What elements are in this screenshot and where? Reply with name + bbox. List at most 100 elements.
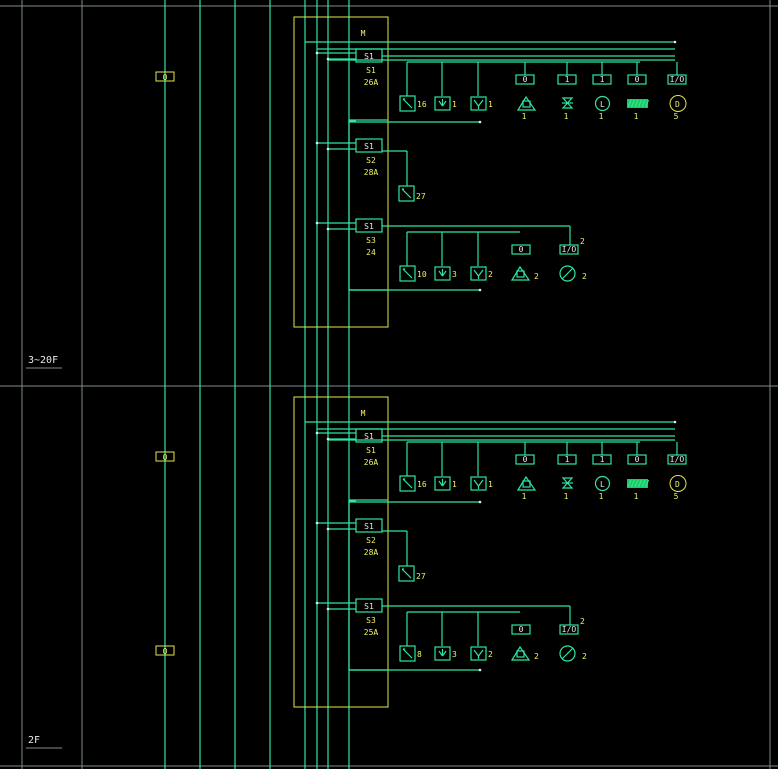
junction-dot: [315, 601, 319, 605]
svg-text:D: D: [675, 480, 680, 489]
device-count: 2: [534, 652, 539, 661]
device-count: 16: [417, 480, 427, 489]
junction-dot: [326, 527, 330, 531]
device-count: 5: [674, 492, 679, 501]
junction-dot: [478, 668, 482, 672]
motor-d-icon: D: [669, 475, 687, 492]
breaker-box: [355, 518, 383, 533]
device-count: 3: [452, 650, 457, 659]
valve-icon: [561, 97, 574, 109]
socket-alt-icon: [470, 476, 487, 491]
device-tag: 0: [511, 624, 531, 635]
lamp-l-icon: L: [594, 475, 611, 492]
junction-dot: [673, 420, 677, 424]
svg-text:0: 0: [163, 73, 168, 82]
device-count: 1: [452, 480, 457, 489]
svg-text:L: L: [600, 480, 605, 489]
device-count: 2: [582, 272, 587, 281]
device-count: 1: [599, 112, 604, 121]
circuit-rating: 24: [366, 248, 376, 257]
device-count: 27: [416, 192, 426, 201]
null-icon: [559, 645, 576, 662]
device-count: 2: [488, 270, 493, 279]
device-count: 2: [534, 272, 539, 281]
circuit-id: S2: [366, 156, 376, 165]
switch-icon: [398, 565, 415, 582]
device-count: 10: [417, 270, 427, 279]
circuit-id: S1: [366, 446, 376, 455]
circuit-rating: 26A: [364, 458, 379, 467]
circuit-id: S2: [366, 536, 376, 545]
breaker-box: [355, 138, 383, 153]
device-count: 1: [599, 492, 604, 501]
device-count: 1: [634, 112, 639, 121]
svg-text:I/O: I/O: [562, 625, 577, 634]
svg-text:0: 0: [519, 625, 524, 634]
device-tag: I/O: [559, 244, 579, 255]
junction-dot: [326, 227, 330, 231]
socket-alt-icon: [470, 266, 487, 281]
meter-label: M: [361, 409, 366, 418]
riser-lines: [164, 0, 350, 769]
valve-icon: [561, 477, 574, 489]
breaker-label: S1: [364, 142, 374, 151]
svg-text:I/O: I/O: [670, 455, 685, 464]
junction-dot: [673, 40, 677, 44]
socket-icon: [434, 266, 451, 281]
svg-text:0: 0: [523, 75, 528, 84]
device-tag: 1: [592, 74, 612, 85]
fan-icon: [510, 265, 531, 281]
svg-text:I/O: I/O: [562, 245, 577, 254]
device-tag: 1: [557, 74, 577, 85]
junction-dot: [478, 288, 482, 292]
device-count: 3: [452, 270, 457, 279]
circuit-rating: 25A: [364, 628, 379, 637]
junction-dot: [478, 120, 482, 124]
svg-text:1: 1: [565, 455, 570, 464]
breaker-label: S1: [364, 602, 374, 611]
svg-text:D: D: [675, 100, 680, 109]
floor-label: 2F: [28, 735, 40, 746]
null-icon: [559, 265, 576, 282]
socket-icon: [434, 96, 451, 111]
distribution-panel: [293, 396, 389, 708]
junction-dot: [315, 141, 319, 145]
device-tag: 1: [557, 454, 577, 465]
junction-dot: [326, 437, 330, 441]
breaker-label: S1: [364, 432, 374, 441]
circuit-rating: 26A: [364, 78, 379, 87]
device-count: 16: [417, 100, 427, 109]
device-top-count: 2: [580, 617, 585, 626]
heater-icon: [627, 479, 650, 488]
distribution-panel: [293, 16, 389, 328]
circuit-id: S1: [366, 66, 376, 75]
floor-label: 3~20F: [28, 355, 58, 366]
device-tag: 0: [627, 454, 647, 465]
device-count: 1: [634, 492, 639, 501]
breaker-label: S1: [364, 522, 374, 531]
socket-icon: [434, 646, 451, 661]
circuit-id: S3: [366, 616, 376, 625]
device-tag: 0: [515, 74, 535, 85]
junction-dot: [326, 607, 330, 611]
socket-icon: [434, 476, 451, 491]
svg-text:0: 0: [163, 647, 168, 656]
riser-tag: 0: [155, 71, 175, 82]
svg-text:L: L: [600, 100, 605, 109]
svg-text:1: 1: [565, 75, 570, 84]
switch-icon: [399, 645, 416, 662]
svg-text:0: 0: [635, 75, 640, 84]
svg-text:1: 1: [600, 455, 605, 464]
meter-label: M: [361, 29, 366, 38]
circuit-rating: 28A: [364, 548, 379, 557]
switch-icon: [399, 475, 416, 492]
circuit-id: S3: [366, 236, 376, 245]
device-tag: I/O: [559, 624, 579, 635]
